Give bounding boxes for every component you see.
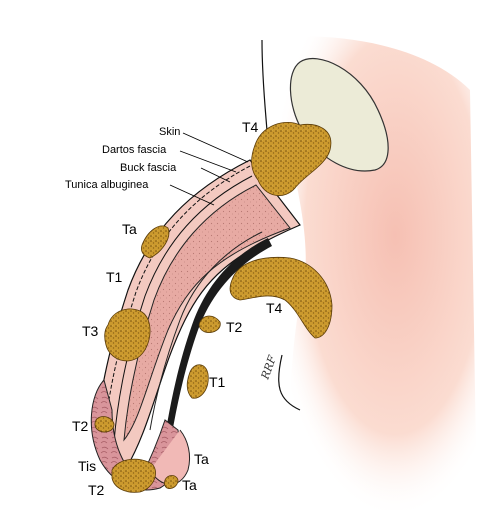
fascia-band-inner [113, 175, 253, 443]
urethra [160, 238, 272, 472]
prepuce [149, 429, 191, 485]
label-t2-mid: T2 [226, 319, 243, 335]
leader-tunica [169, 184, 215, 206]
label-tunica-albuginea: Tunica albuginea [65, 179, 149, 191]
corpus-cavernosum [123, 184, 291, 442]
label-tis: Tis [78, 458, 96, 474]
tumor-ta-bottom [164, 475, 179, 489]
tumor-t2-left [94, 416, 115, 433]
tumor-t4-right [229, 256, 333, 339]
label-t2-bottom: T2 [88, 482, 105, 498]
label-t3: T3 [82, 323, 99, 339]
tumor-t4-top [251, 121, 332, 196]
label-t1-right: T1 [209, 374, 226, 390]
leader-dartos [179, 150, 237, 173]
tumor-tis-t2-bottom [111, 458, 156, 493]
label-t4-right: T4 [266, 300, 283, 316]
label-ta-bottom: Ta [182, 477, 197, 493]
label-ta-mid: Ta [194, 451, 209, 467]
tumor-t1-right [186, 364, 209, 399]
tumor-t3 [104, 308, 151, 362]
fascia-band-outer [103, 165, 251, 441]
body-contour-lower [278, 354, 301, 411]
label-buck-fascia: Buck fascia [120, 162, 177, 174]
tunica-line [149, 231, 263, 431]
tumor-t2-mid [198, 315, 221, 333]
leader-skin [182, 132, 249, 163]
label-t1-left: T1 [106, 269, 123, 285]
label-dartos-fascia: Dartos fascia [102, 144, 167, 156]
artist-signature: RRF [258, 353, 279, 381]
tumor-ta-upper [141, 225, 170, 259]
label-t2-left: T2 [72, 418, 89, 434]
label-skin: Skin [159, 126, 180, 138]
label-t4-top: T4 [242, 119, 259, 135]
label-ta-upper: Ta [122, 221, 137, 237]
leader-buck [200, 167, 231, 183]
